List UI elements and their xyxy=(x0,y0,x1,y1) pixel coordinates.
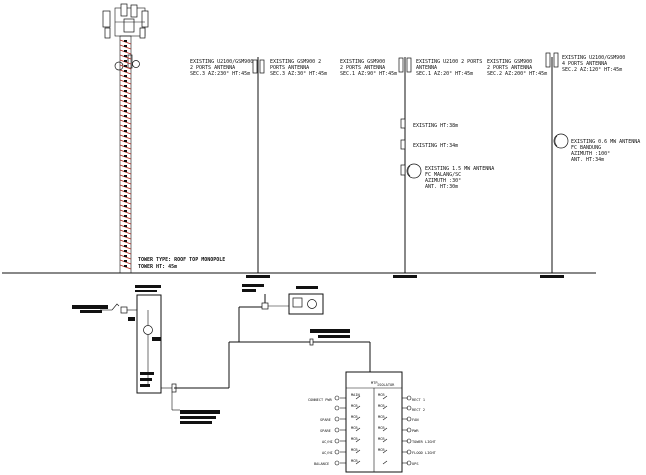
panel-left-1: CONNECT PWR xyxy=(308,398,333,402)
pole-3-sub-1-1: EXISTING 0.6 MW ANTENNA xyxy=(571,139,640,145)
panel-cell-main: MAIN xyxy=(351,393,360,397)
antenna-pole-3 xyxy=(540,52,569,278)
panel-rows xyxy=(334,395,412,466)
pole-2-label-left-3: SEC.1 AZ:90° HT:45m xyxy=(340,71,397,77)
panel-right-7: UPS xyxy=(412,462,419,466)
pole-3-sub-1-3: AZIMUTH :100° xyxy=(571,151,610,157)
panel-header: MTP xyxy=(371,381,378,385)
pole-2-sub-3-1: EXISTING 1.5 MW ANTENNA xyxy=(425,166,494,172)
panel-right-4: PWR xyxy=(412,429,419,433)
panel-left-6: BALANCE xyxy=(314,462,329,466)
pole-2-sub-2: EXISTING HT:34m xyxy=(413,143,458,149)
pole-3-label-left-3: SEC.2 AZ:200° HT:45m xyxy=(487,71,547,77)
pole-2-label-right-1: EXISTING U2100 2 PORTS xyxy=(416,59,482,65)
panel-cell-4: MCB xyxy=(378,404,385,408)
pole-2-label-left-1: EXISTING GSM900 xyxy=(340,59,385,65)
panel-cell-5: MCB xyxy=(351,415,358,419)
pole-1-label-left-2: 2 PORTS ANTENNA xyxy=(190,65,235,71)
pole-1-label-left-3: SEC.3 AZ:230° HT:45m xyxy=(190,71,250,77)
panel-cell-3: MCB xyxy=(378,393,385,397)
panel-right-1: RECT 1 xyxy=(412,398,425,402)
pole-2-sub-3-3: AZIMUTH :30° xyxy=(425,178,461,184)
panel-cell-6: MCB xyxy=(378,415,385,419)
panel-cell-8: MCB xyxy=(378,426,385,430)
pole-1-label-left-1: EXISTING U2100/GSM900 xyxy=(190,59,253,65)
panel-right-5: TOWER LIGHT xyxy=(412,440,437,444)
tower-caption-1: TOWER TYPE: ROOF TOP MONOPOLE xyxy=(138,257,225,263)
pole-2-sub-1: EXISTING HT:38m xyxy=(413,123,458,129)
panel-right-3: FAN xyxy=(412,418,419,422)
tower-caption-2: TOWER HT: 45m xyxy=(138,264,177,270)
panel-left-4: AC/HI xyxy=(322,440,333,444)
antenna-pole-2 xyxy=(393,57,422,278)
pole-2-label-right-3: SEC.1 AZ:20° HT:45m xyxy=(416,71,473,77)
panel-left-5: AC/HI xyxy=(322,451,333,455)
pole-1-label-right-3: SEC.3 AZ:30° HT:45m xyxy=(270,71,327,77)
distribution-panel xyxy=(334,371,412,473)
pole-2-label-left-2: 2 PORTS ANTENNA xyxy=(340,65,385,71)
panel-left-3: SPARE xyxy=(320,429,331,433)
pole-3-label-right-1: EXISTING U2100/GSM900 xyxy=(562,55,625,61)
antenna-pole-1 xyxy=(246,57,270,278)
panel-right-6: FLOOD LIGHT xyxy=(412,451,437,455)
pole-1-label-right-1: EXISTING GSM900 2 xyxy=(270,59,321,65)
panel-right-2: RECT 2 xyxy=(412,408,425,412)
pole-3-label-right-3: SEC.2 AZ:120° HT:45m xyxy=(562,67,622,73)
panel-cell-9: MCB xyxy=(351,437,358,441)
pole-3-label-right-2: 4 PORTS ANTENNA xyxy=(562,61,607,67)
panel-cell-12: MCB xyxy=(378,448,385,452)
power-single-line-diagram xyxy=(72,284,371,424)
panel-left-2: SPARE xyxy=(320,418,331,422)
panel-cell-11: MCB xyxy=(351,448,358,452)
panel-cell-10: MCB xyxy=(378,437,385,441)
monopole-tower xyxy=(102,3,149,274)
pole-3-sub-1-2: FC BANDUNG xyxy=(571,145,601,151)
pole-3-label-left-1: EXISTING GSM900 xyxy=(487,59,532,65)
pole-1-label-right-2: PORTS ANTENNA xyxy=(270,65,309,71)
panel-cell-13: MCB xyxy=(351,459,358,463)
pole-2-label-right-2: ANTENNA xyxy=(416,65,437,71)
panel-cell-isolator: ISOLATOR xyxy=(377,383,395,387)
pole-3-sub-1-4: ANT. HT:34m xyxy=(571,157,604,163)
tower-lattice xyxy=(119,39,132,270)
pole-2-sub-3-2: FC MALANG/SC xyxy=(425,172,461,178)
panel-cell-2: MCB xyxy=(351,404,358,408)
pole-2-sub-3-4: ANT. HT:30m xyxy=(425,184,458,190)
panel-cell-7: MCB xyxy=(351,426,358,430)
pole-3-label-left-2: 2 PORTS ANTENNA xyxy=(487,65,532,71)
